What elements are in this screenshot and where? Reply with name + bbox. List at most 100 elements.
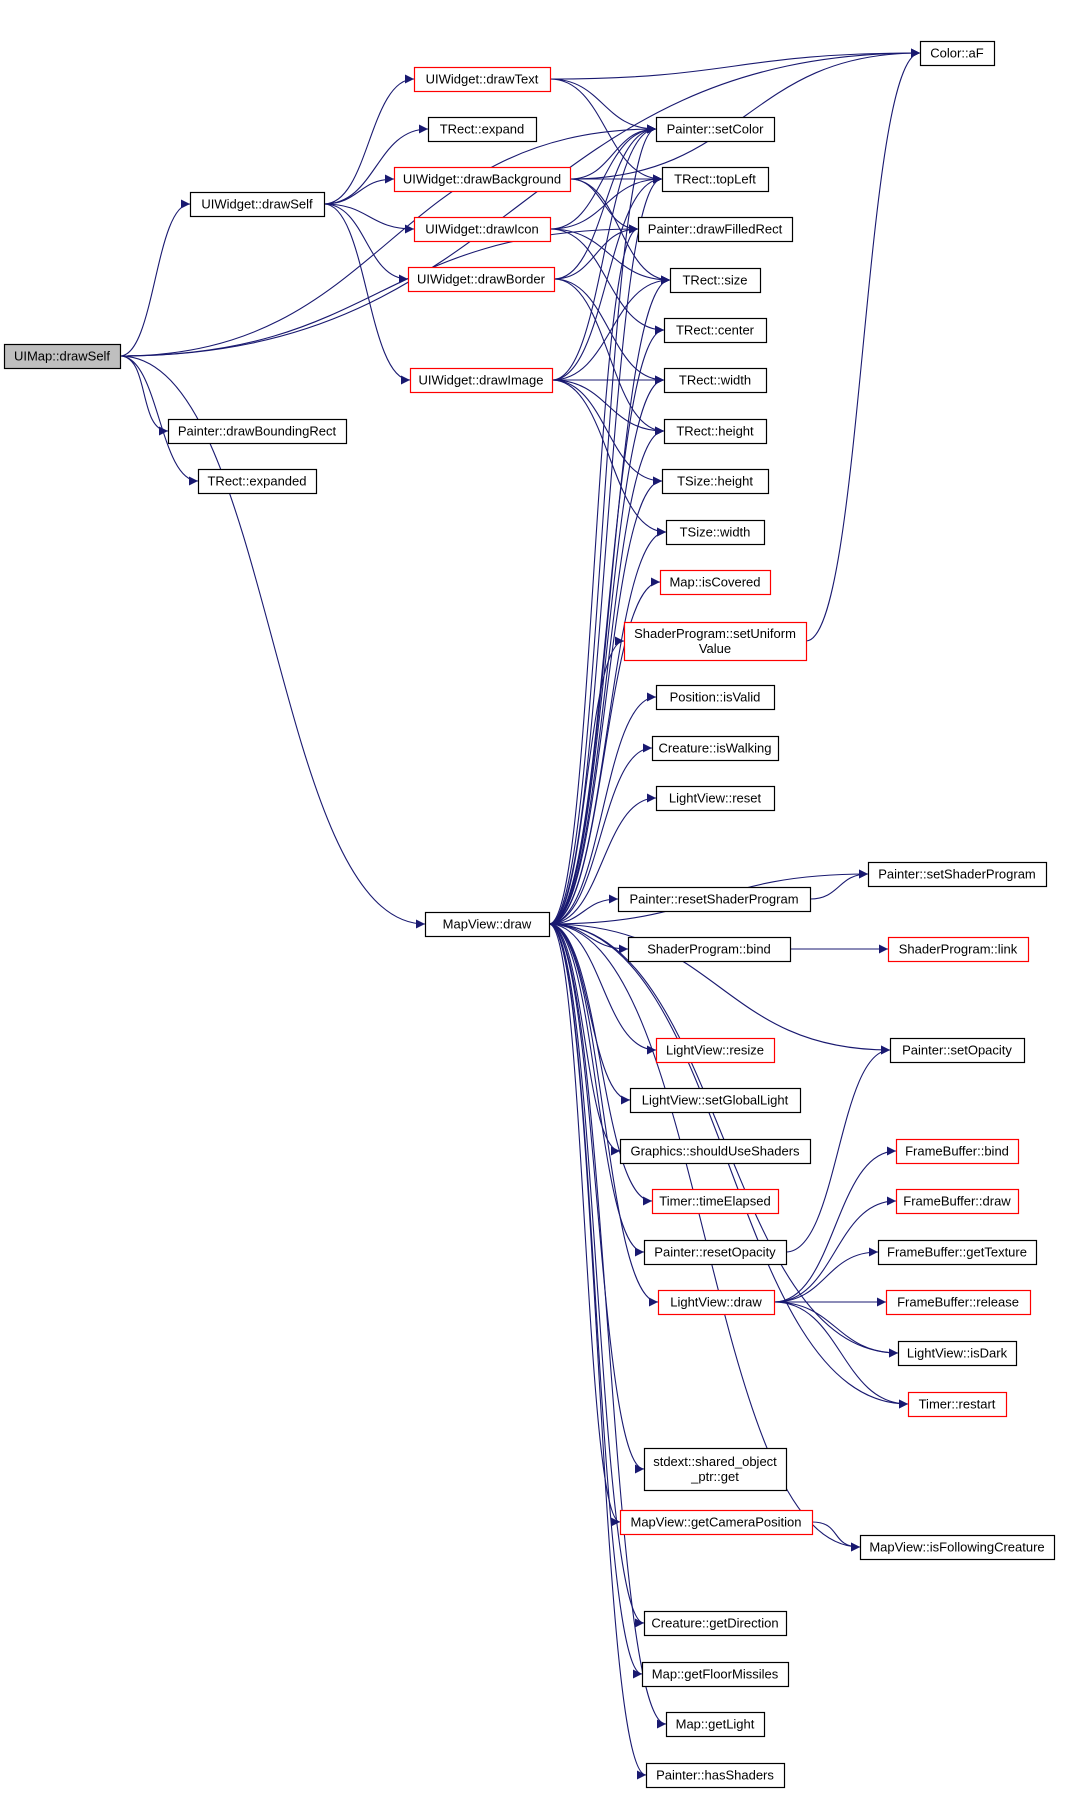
node-tsize-height[interactable]: TSize::height [661, 468, 770, 495]
node-lightview-setgloballight[interactable]: LightView::setGlobalLight [629, 1087, 802, 1114]
node-lightview-draw[interactable]: LightView::draw [657, 1289, 776, 1316]
edge-uiwidget_drawbackground-to-color_af [569, 48, 921, 180]
node-painter-drawboundingrect[interactable]: Painter::drawBoundingRect [167, 418, 348, 445]
node-color-af[interactable]: Color::aF [919, 40, 996, 67]
node-painter-resetopacity[interactable]: Painter::resetOpacity [643, 1239, 788, 1266]
node-label: UIMap::drawSelf [14, 349, 110, 364]
node-uiwidget-drawborder[interactable]: UIWidget::drawBorder [407, 266, 556, 293]
edge-uiwidget_drawborder-to-trect_width [553, 278, 665, 385]
edge-uiwidget_drawicon-to-trect_size [549, 228, 671, 285]
node-map-getfloormissiles[interactable]: Map::getFloorMissiles [641, 1661, 790, 1688]
node-box [643, 1447, 788, 1492]
edge-uiwidget_drawimage-to-trect_height [551, 379, 665, 436]
node-creature-iswalking[interactable]: Creature::isWalking [651, 735, 780, 762]
edge-uimap_drawself-to-color_af [119, 48, 921, 357]
node-label: ShaderProgram::setUniform [634, 626, 796, 641]
edge-uiwidget_drawself-to-uiwidget_drawbackground [323, 174, 395, 205]
node-shaderprogram-link[interactable]: ShaderProgram::link [887, 936, 1030, 963]
node-framebuffer-draw[interactable]: FrameBuffer::draw [895, 1188, 1020, 1215]
node-label: Graphics::shouldUseShaders [630, 1144, 800, 1159]
edge-uiwidget_drawself-to-uiwidget_drawtext [323, 74, 415, 205]
edge-shaderprogram_setuniformvalue-to-color_af [805, 48, 921, 642]
node-trect-expand[interactable]: TRect::expand [427, 116, 538, 143]
node-mapview-getcameraposition[interactable]: MapView::getCameraPosition [619, 1509, 814, 1536]
node-label: Map::getLight [676, 1717, 755, 1732]
node-painter-hasshaders[interactable]: Painter::hasShaders [645, 1762, 786, 1789]
node-box [665, 519, 766, 546]
node-uimap-drawself[interactable]: UIMap::drawSelf [3, 343, 122, 370]
node-map-getlight[interactable]: Map::getLight [665, 1711, 766, 1738]
node-trect-size[interactable]: TRect::size [669, 267, 762, 294]
edge-lightview_draw-to-lightview_isdark [773, 1301, 899, 1358]
node-uiwidget-drawbackground[interactable]: UIWidget::drawBackground [393, 166, 572, 193]
edge-uiwidget_drawborder-to-painter_drawfilledrect [553, 224, 639, 280]
node-label: UIWidget::drawText [426, 72, 539, 87]
node-box [887, 936, 1030, 963]
node-uiwidget-drawimage[interactable]: UIWidget::drawImage [409, 367, 554, 394]
node-label: Creature::getDirection [651, 1616, 778, 1631]
node-uiwidget-drawicon[interactable]: UIWidget::drawIcon [413, 216, 552, 243]
node-framebuffer-gettexture[interactable]: FrameBuffer::getTexture [877, 1239, 1038, 1266]
edge-mapview_draw-to-painter_resetopacity [548, 923, 645, 1257]
node-label: FrameBuffer::getTexture [887, 1245, 1027, 1260]
node-graphics-shouldusesshaders[interactable]: Graphics::shouldUseShaders [619, 1138, 812, 1165]
node-box [651, 1188, 780, 1215]
node-creature-getdirection[interactable]: Creature::getDirection [643, 1610, 788, 1637]
node-label: Painter::hasShaders [656, 1768, 774, 1783]
node-box [877, 1239, 1038, 1266]
edge-mapview_draw-to-lightview_resize [548, 923, 657, 1055]
node-label: Value [699, 641, 731, 656]
node-box [859, 1534, 1056, 1561]
node-painter-setshaderprogram[interactable]: Painter::setShaderProgram [867, 861, 1048, 888]
edge-uiwidget_drawself-to-uiwidget_drawborder [323, 203, 409, 284]
node-map-iscovered[interactable]: Map::isCovered [659, 569, 772, 596]
node-lightview-resize[interactable]: LightView::resize [655, 1037, 776, 1064]
node-trect-height[interactable]: TRect::height [663, 418, 768, 445]
node-box [661, 468, 770, 495]
node-label: MapView::getCameraPosition [630, 1515, 801, 1530]
edge-uiwidget_drawtext-to-color_af [549, 48, 921, 80]
edge-lightview_draw-to-framebuffer_bind [773, 1146, 897, 1303]
node-timer-restart[interactable]: Timer::restart [907, 1391, 1008, 1418]
node-painter-resetshaderprogram[interactable]: Painter::resetShaderProgram [617, 886, 812, 913]
edge-mapview_draw-to-map_iscovered [548, 577, 661, 925]
node-timer-timeelapsed[interactable]: Timer::timeElapsed [651, 1188, 780, 1215]
node-trect-center[interactable]: TRect::center [663, 317, 768, 344]
edge-uiwidget_drawtext-to-painter_setcolor [549, 78, 657, 134]
node-painter-drawfilledrect[interactable]: Painter::drawFilledRect [637, 216, 794, 243]
node-shaderprogram-bind[interactable]: ShaderProgram::bind [627, 936, 792, 963]
node-box [895, 1138, 1020, 1165]
node-label: Painter::drawBoundingRect [178, 424, 337, 439]
node-position-isvalid[interactable]: Position::isValid [655, 684, 776, 711]
node-stdext-shared-object-ptr-get[interactable]: stdext::shared_object_ptr::get [643, 1447, 788, 1492]
node-mapview-draw[interactable]: MapView::draw [424, 911, 551, 938]
node-label: UIWidget::drawSelf [201, 197, 313, 212]
node-framebuffer-bind[interactable]: FrameBuffer::bind [895, 1138, 1020, 1165]
node-uiwidget-drawself[interactable]: UIWidget::drawSelf [189, 191, 326, 218]
edge-mapview_draw-to-painter_hasshaders [548, 923, 647, 1780]
node-painter-setopacity[interactable]: Painter::setOpacity [889, 1037, 1026, 1064]
node-box [657, 1289, 776, 1316]
node-label: Timer::restart [919, 1397, 996, 1412]
node-trect-expanded[interactable]: TRect::expanded [197, 468, 318, 495]
node-box [619, 1138, 812, 1165]
node-lightview-reset[interactable]: LightView::reset [655, 785, 776, 812]
edge-mapview_draw-to-timer_timeelapsed [548, 923, 653, 1206]
edge-uiwidget_drawborder-to-painter_setcolor [553, 124, 657, 280]
node-label: MapView::isFollowingCreature [869, 1540, 1044, 1555]
node-label: TRect::center [676, 323, 755, 338]
node-lightview-isdark[interactable]: LightView::isDark [897, 1340, 1018, 1367]
node-trect-width[interactable]: TRect::width [663, 367, 768, 394]
node-tsize-width[interactable]: TSize::width [665, 519, 766, 546]
node-uiwidget-drawtext[interactable]: UIWidget::drawText [413, 66, 552, 93]
node-trect-topleft[interactable]: TRect::topLeft [661, 166, 770, 193]
node-label: TRect::width [679, 373, 751, 388]
edge-uiwidget_drawbackground-to-trect_size [569, 178, 671, 285]
node-framebuffer-release[interactable]: FrameBuffer::release [885, 1289, 1032, 1316]
node-painter-setcolor[interactable]: Painter::setColor [655, 116, 776, 143]
node-mapview-isfollowingcreature[interactable]: MapView::isFollowingCreature [859, 1534, 1056, 1561]
node-box [427, 116, 538, 143]
node-box [619, 1509, 814, 1536]
node-label: UIWidget::drawBorder [417, 272, 546, 287]
